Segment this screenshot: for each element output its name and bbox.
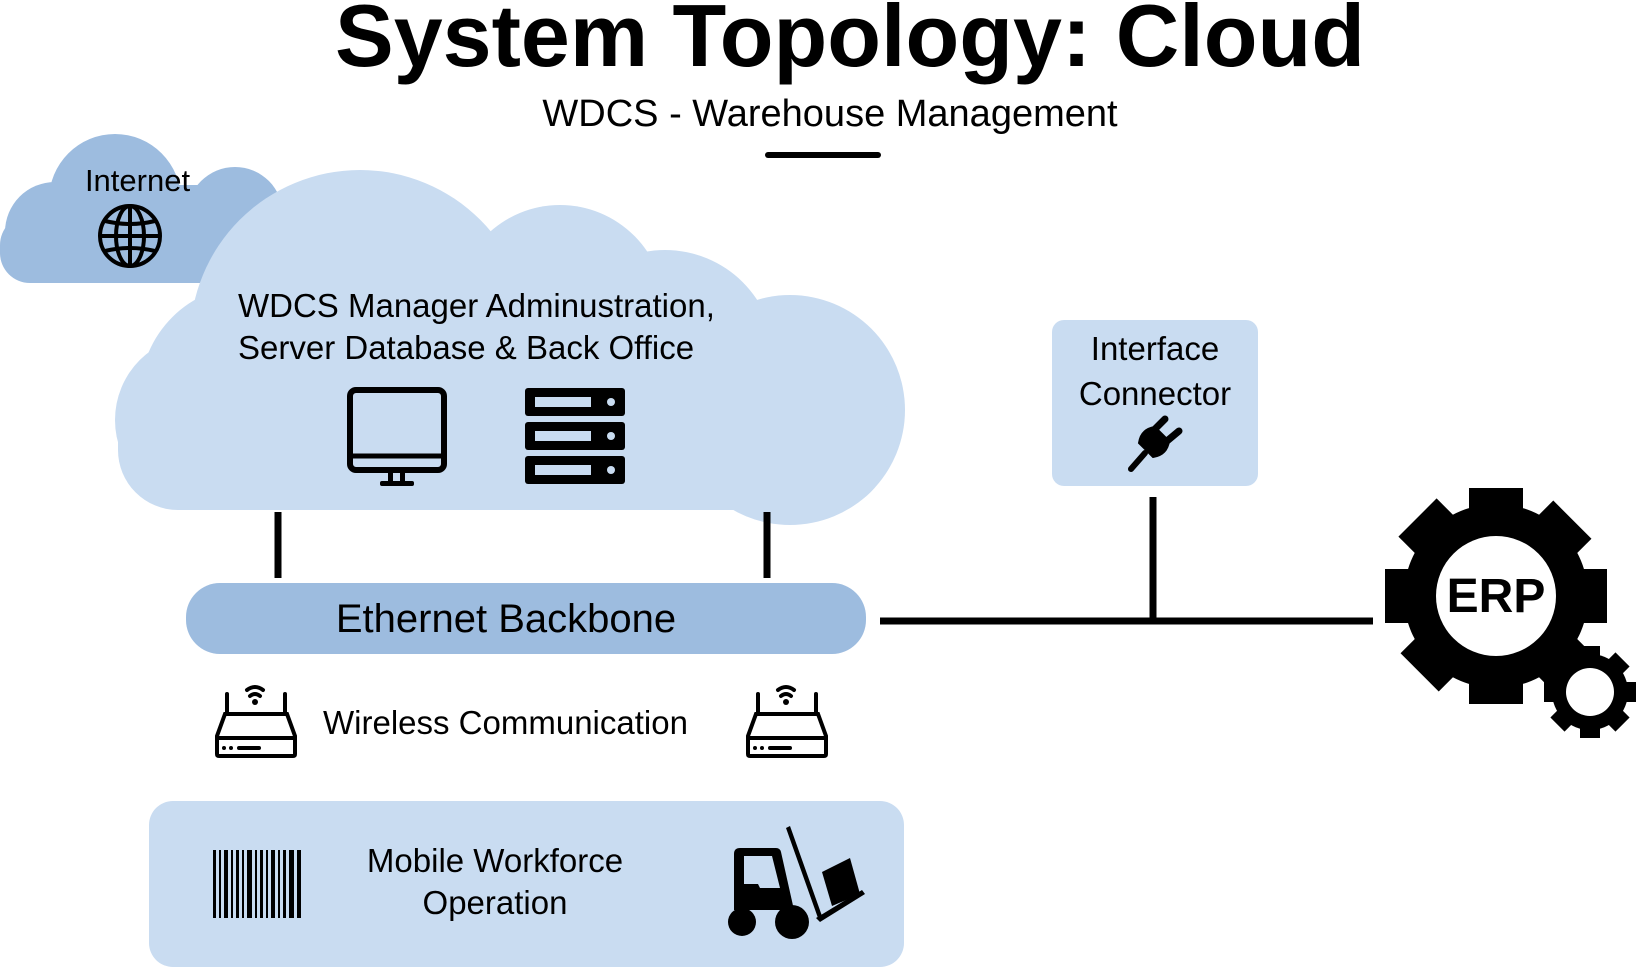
wireless-label: Wireless Communication xyxy=(323,704,688,741)
server-rack-icon xyxy=(525,388,625,484)
monitor-icon xyxy=(347,387,447,486)
barcode-icon xyxy=(213,850,301,918)
ethernet-backbone-label: Ethernet Backbone xyxy=(335,597,677,641)
erp-gear-icon xyxy=(1385,488,1636,738)
cloud-server-label-line1: WDCS Manager Adminustration, xyxy=(238,287,715,324)
connector-lines xyxy=(274,497,1373,625)
page-subtitle: WDCS - Warehouse Management xyxy=(542,93,1118,135)
interface-connector-label-line1: Interface xyxy=(1090,330,1220,367)
ethernet-backbone-bar xyxy=(186,583,866,654)
erp-label: ERP xyxy=(1446,570,1546,623)
plug-icon xyxy=(1128,415,1183,472)
mobile-workforce-box xyxy=(149,801,904,967)
internet-label: Internet xyxy=(84,163,191,198)
interface-connector-label-line2: Connector xyxy=(1078,375,1232,412)
forklift-icon xyxy=(728,826,865,939)
mobile-workforce-label-line1: Mobile Workforce xyxy=(366,842,624,879)
interface-connector-box xyxy=(1052,320,1258,486)
page-title: System Topology: Cloud xyxy=(335,0,1365,85)
mobile-workforce-label-line2: Operation xyxy=(422,884,568,921)
wifi-router-icon-right xyxy=(746,685,828,758)
wifi-router-icon-left xyxy=(215,685,297,758)
cloud-server-label-line2: Server Database & Back Office xyxy=(238,329,695,366)
globe-icon xyxy=(98,204,162,268)
title-divider xyxy=(765,152,881,158)
